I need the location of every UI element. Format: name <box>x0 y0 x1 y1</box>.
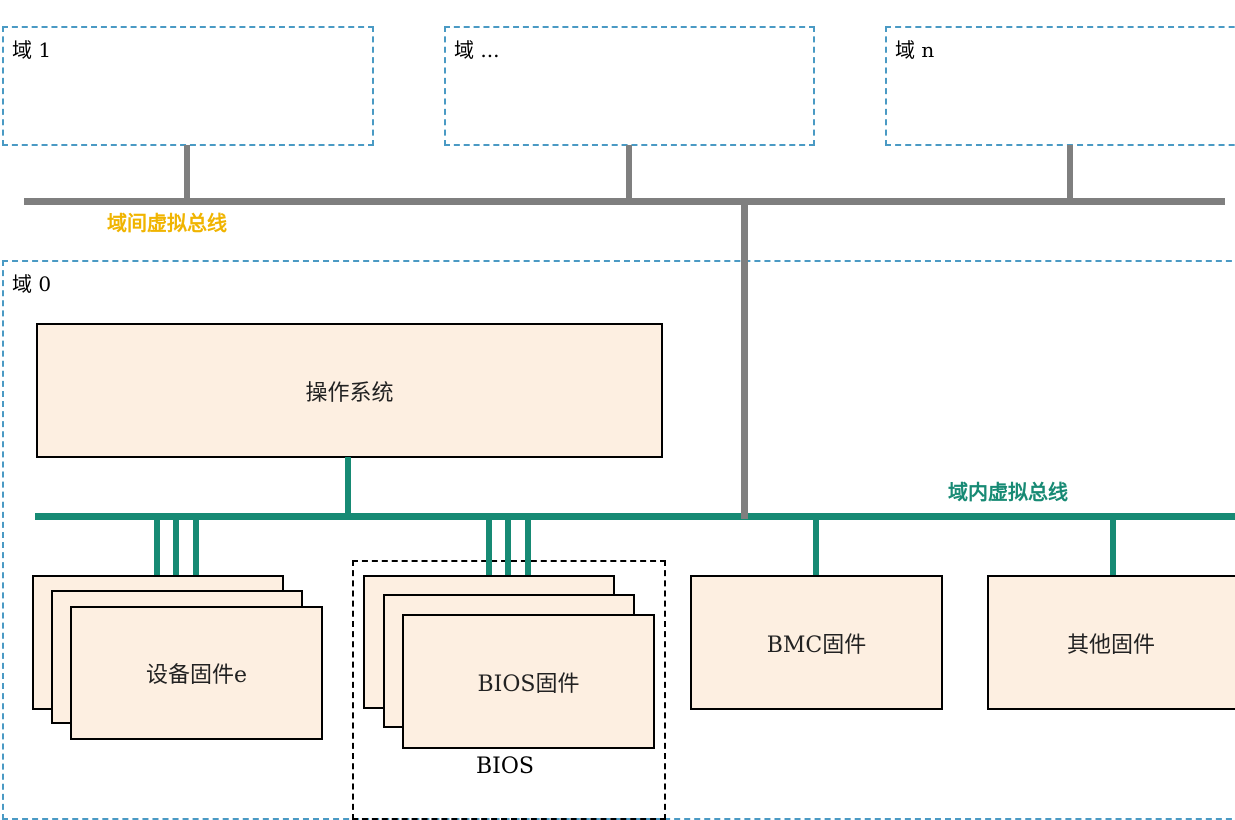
intra-domain-bus-label: 域内虚拟总线 <box>948 480 1068 504</box>
stem-device-1 <box>154 516 160 576</box>
stem-other <box>1110 516 1116 576</box>
other-firmware-box: 其他固件 <box>987 575 1235 710</box>
stem-bmc <box>813 516 819 576</box>
stem-bios-2 <box>505 516 511 595</box>
inter-domain-bus <box>24 198 1225 205</box>
bios-group-label: BIOS <box>476 754 534 779</box>
os-box: 操作系统 <box>36 323 663 458</box>
domain-0-link <box>741 201 748 519</box>
stem-device-3 <box>193 516 199 607</box>
bios-firmware-box: BIOS固件 <box>402 614 655 749</box>
domain-1-label: 域 1 <box>12 38 52 62</box>
os-label: 操作系统 <box>305 380 394 406</box>
bios-firmware-label: BIOS固件 <box>477 671 580 697</box>
inter-domain-bus-label: 域间虚拟总线 <box>107 211 227 235</box>
stem-domain-n <box>1067 145 1073 201</box>
domain-mid-label: 域 ... <box>454 38 500 62</box>
device-firmware-box: 设备固件e <box>70 606 323 740</box>
domain-0-label: 域 0 <box>12 272 52 296</box>
stem-domain-mid <box>626 145 632 201</box>
intra-domain-bus <box>35 513 1235 520</box>
device-firmware-label: 设备固件e <box>145 663 248 688</box>
bmc-firmware-box: BMC固件 <box>690 575 943 710</box>
other-firmware-label: 其他固件 <box>1066 632 1155 658</box>
stem-domain-1 <box>184 145 190 201</box>
domain-mid-box: 域 ... <box>444 26 815 146</box>
domain-n-box: 域 n <box>885 26 1235 146</box>
bmc-firmware-label: BMC固件 <box>766 632 867 658</box>
domain-1-box: 域 1 <box>2 26 374 146</box>
stem-os <box>345 457 351 517</box>
stem-device-2 <box>173 516 179 591</box>
stem-bios-1 <box>486 516 492 576</box>
domain-n-label: 域 n <box>895 38 935 62</box>
stem-bios-3 <box>525 516 531 615</box>
